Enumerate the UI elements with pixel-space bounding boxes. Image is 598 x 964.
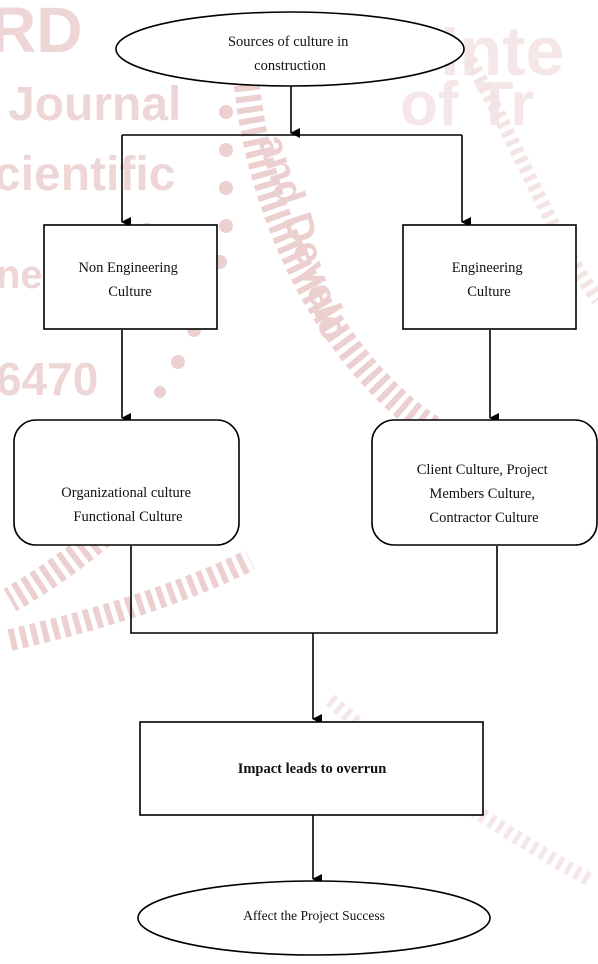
- node-affect-label: Affect the Project Success: [243, 908, 385, 923]
- connectors: [121, 78, 499, 884]
- node-impact-label: Impact leads to overrun: [238, 761, 387, 777]
- connector-merge-bar: [130, 546, 498, 634]
- watermark-line-5: 6470: [0, 353, 98, 405]
- node-affect-ellipse: [137, 880, 491, 956]
- svg-text:of Tr: of Tr: [400, 70, 534, 139]
- node-engineering-label: Engineering Culture: [452, 260, 527, 300]
- watermark-letters: RD: [0, 0, 82, 66]
- node-organizational-box: [13, 419, 240, 546]
- watermark-line-1: Journal: [8, 78, 181, 131]
- node-engineering-box: [402, 224, 577, 330]
- node-source-ellipse: [115, 11, 465, 87]
- node-source-label: Sources of culture in construction: [228, 34, 352, 74]
- node-impact-box: [139, 721, 484, 816]
- node-organizational-label: Organizational culture Functional Cultur…: [61, 485, 194, 525]
- node-non-engineering-box: [43, 224, 218, 330]
- watermark-line-2: cientific: [0, 148, 175, 201]
- watermark-line-4: ne: [0, 253, 43, 297]
- node-client-label: Client Culture, Project Members Culture,…: [417, 462, 552, 526]
- node-non-engineering-label: Non Engineering Culture: [78, 260, 181, 300]
- node-client-box: [371, 419, 598, 546]
